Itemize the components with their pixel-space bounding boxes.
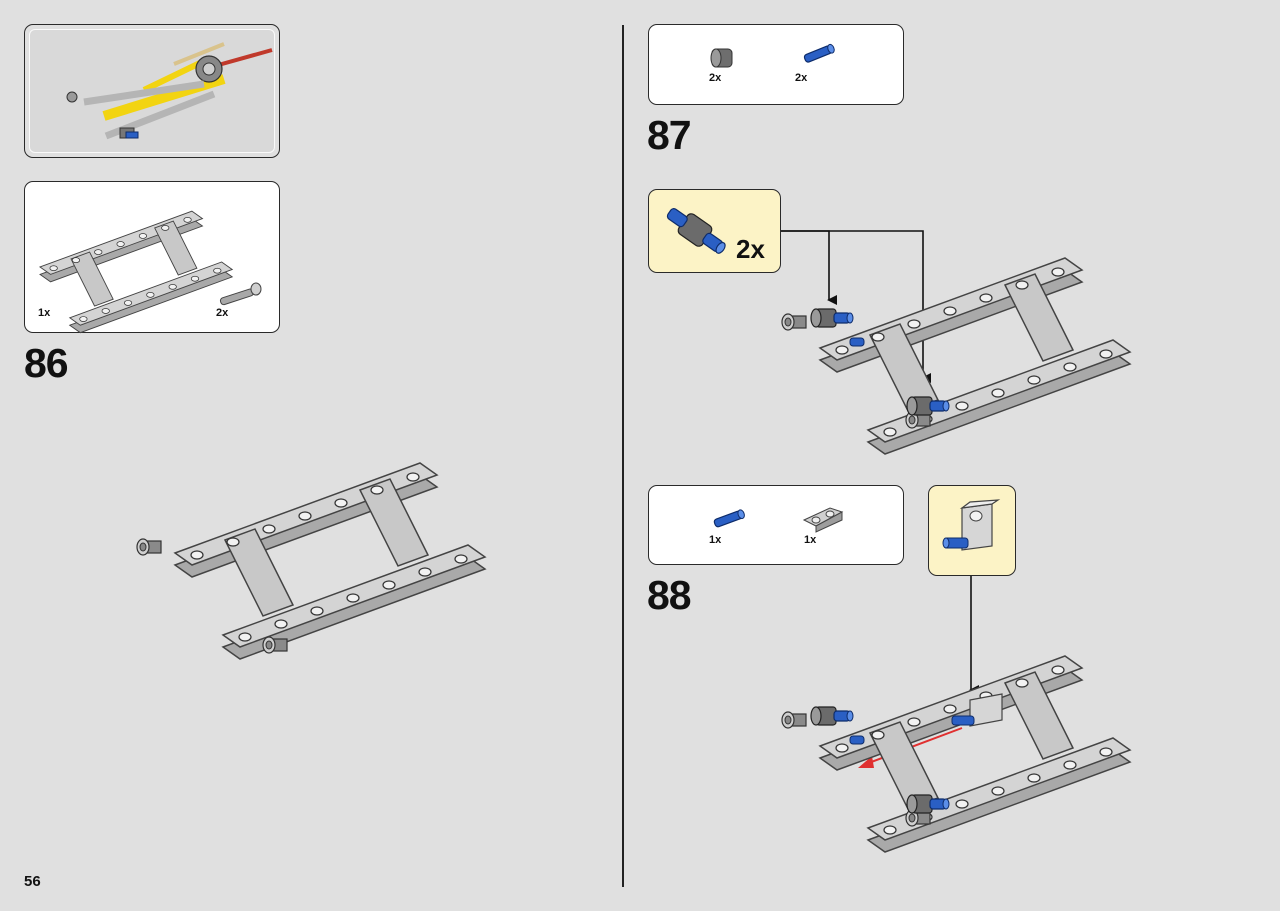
page-number: 56: [24, 873, 41, 890]
step88-connector-part-image: [802, 507, 844, 533]
step87-part-qty-2: 2x: [795, 72, 808, 84]
step87-callout-image: [666, 208, 726, 254]
step88-callout-image: [942, 499, 1001, 551]
step88-parts-box: [648, 485, 904, 565]
previous-build-preview: [24, 24, 280, 158]
step87-callout-qty: 2x: [736, 234, 765, 264]
step87-parts-box: [648, 24, 904, 105]
step86-number: 86: [24, 340, 69, 386]
step87-bush-part-image: [710, 48, 733, 68]
page-divider: [622, 25, 624, 887]
step87-part-qty-1: 2x: [709, 72, 722, 84]
step87-number: 87: [647, 112, 692, 158]
step88-number: 88: [647, 572, 692, 618]
step86-part-qty-1: 1x: [38, 307, 51, 319]
step86-pin-part-image: [219, 282, 262, 306]
step86-part-qty-2: 2x: [216, 307, 229, 319]
step88-assembly-image: [781, 655, 1131, 853]
preview-model-image: [66, 42, 273, 140]
step88-part-qty-2: 1x: [804, 534, 817, 546]
step87-subassembly-callout: [648, 189, 781, 273]
step87-assembly-image: [781, 257, 1131, 455]
step88-part-qty-1: 1x: [709, 534, 722, 546]
